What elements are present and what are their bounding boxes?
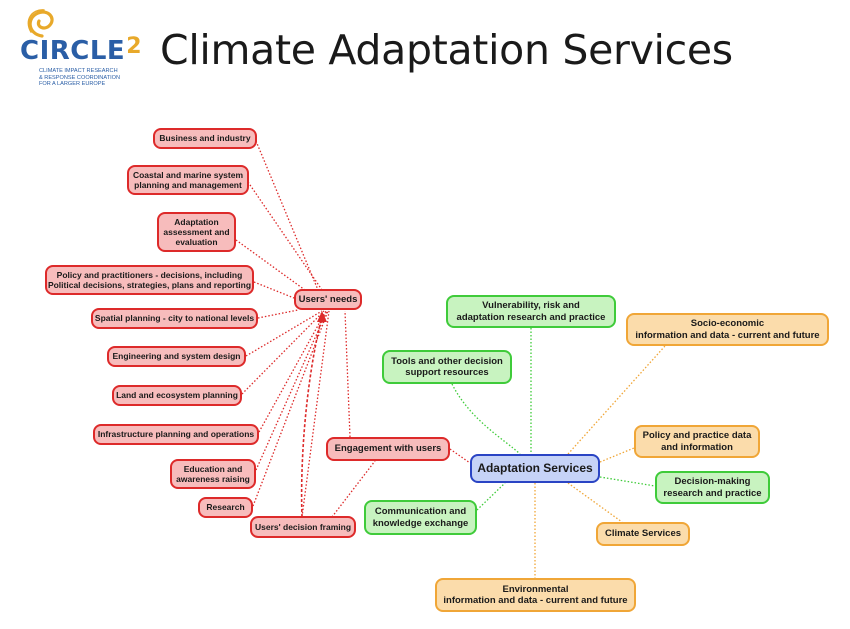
- node-climate-services: Climate Services: [596, 522, 690, 546]
- node-adaptation-services: Adaptation Services: [470, 454, 600, 483]
- logo-word-text: CIRCLE: [20, 36, 126, 66]
- connector-line: [245, 310, 323, 357]
- feedback-arrow-line: [300, 315, 323, 518]
- node-tools-decision-support: Tools and other decision support resourc…: [382, 350, 512, 384]
- connector-line: [255, 140, 319, 291]
- node-education: Education and awareness raising: [170, 459, 256, 489]
- logo-tagline: CLIMATE IMPACT RESEARCH & RESPONSE COORD…: [39, 68, 149, 88]
- node-research: Research: [198, 497, 253, 518]
- node-business-industry: Business and industry: [153, 128, 257, 149]
- node-users-decision-framing: Users' decision framing: [250, 516, 356, 538]
- connector-line: [253, 281, 295, 299]
- node-socio-economic: Socio-economic information and data - cu…: [626, 313, 829, 346]
- logo-tagline-line: FOR A LARGER EUROPE: [39, 81, 106, 87]
- node-users-needs: Users' needs: [294, 289, 362, 310]
- node-land-ecosystem: Land and ecosystem planning: [112, 385, 242, 406]
- node-vulnerability-risk: Vulnerability, risk and adaptation resea…: [446, 295, 616, 328]
- connector-line: [331, 460, 376, 518]
- node-communication: Communication and knowledge exchange: [364, 500, 477, 535]
- connector-line: [247, 181, 323, 291]
- node-engagement-with-users: Engagement with users: [326, 437, 450, 461]
- connector-line: [449, 448, 471, 464]
- logo-swirl-icon: [27, 9, 54, 38]
- node-engineering: Engineering and system design: [107, 346, 246, 367]
- circle2-logo: CIRCLE2 CLIMATE IMPACT RESEARCH & RESPON…: [8, 6, 158, 88]
- connector-line: [255, 310, 328, 471]
- connector-line: [476, 482, 506, 511]
- connector-line: [344, 310, 351, 438]
- connector-line: [235, 239, 306, 291]
- node-coastal-marine: Coastal and marine system planning and m…: [127, 165, 249, 195]
- arrow-head-icon: [317, 311, 327, 322]
- node-decision-making: Decision-making research and practice: [655, 471, 770, 504]
- node-environmental: Environmental information and data - cur…: [435, 578, 636, 612]
- page-title: Climate Adaptation Services: [160, 26, 733, 74]
- node-adaptation-assessment: Adaptation assessment and evaluation: [157, 212, 236, 252]
- node-policy-practice-data: Policy and practice data and information: [634, 425, 760, 458]
- connector-line: [599, 476, 656, 487]
- connector-line: [599, 447, 635, 463]
- node-policy-practitioners: Policy and practitioners - decisions, in…: [45, 265, 254, 295]
- logo-tagline-line: & RESPONSE COORDINATION: [39, 74, 121, 81]
- node-spatial-planning: Spatial planning - city to national leve…: [91, 308, 258, 329]
- connector-line: [257, 309, 299, 319]
- logo-wordmark: CIRCLE2: [20, 34, 142, 66]
- connector-line: [451, 383, 521, 455]
- logo-word-suffix: 2: [126, 34, 142, 59]
- node-infrastructure: Infrastructure planning and operations: [93, 424, 259, 445]
- logo-tagline-line: CLIMATE IMPACT RESEARCH: [39, 68, 118, 74]
- connector-line: [567, 482, 623, 523]
